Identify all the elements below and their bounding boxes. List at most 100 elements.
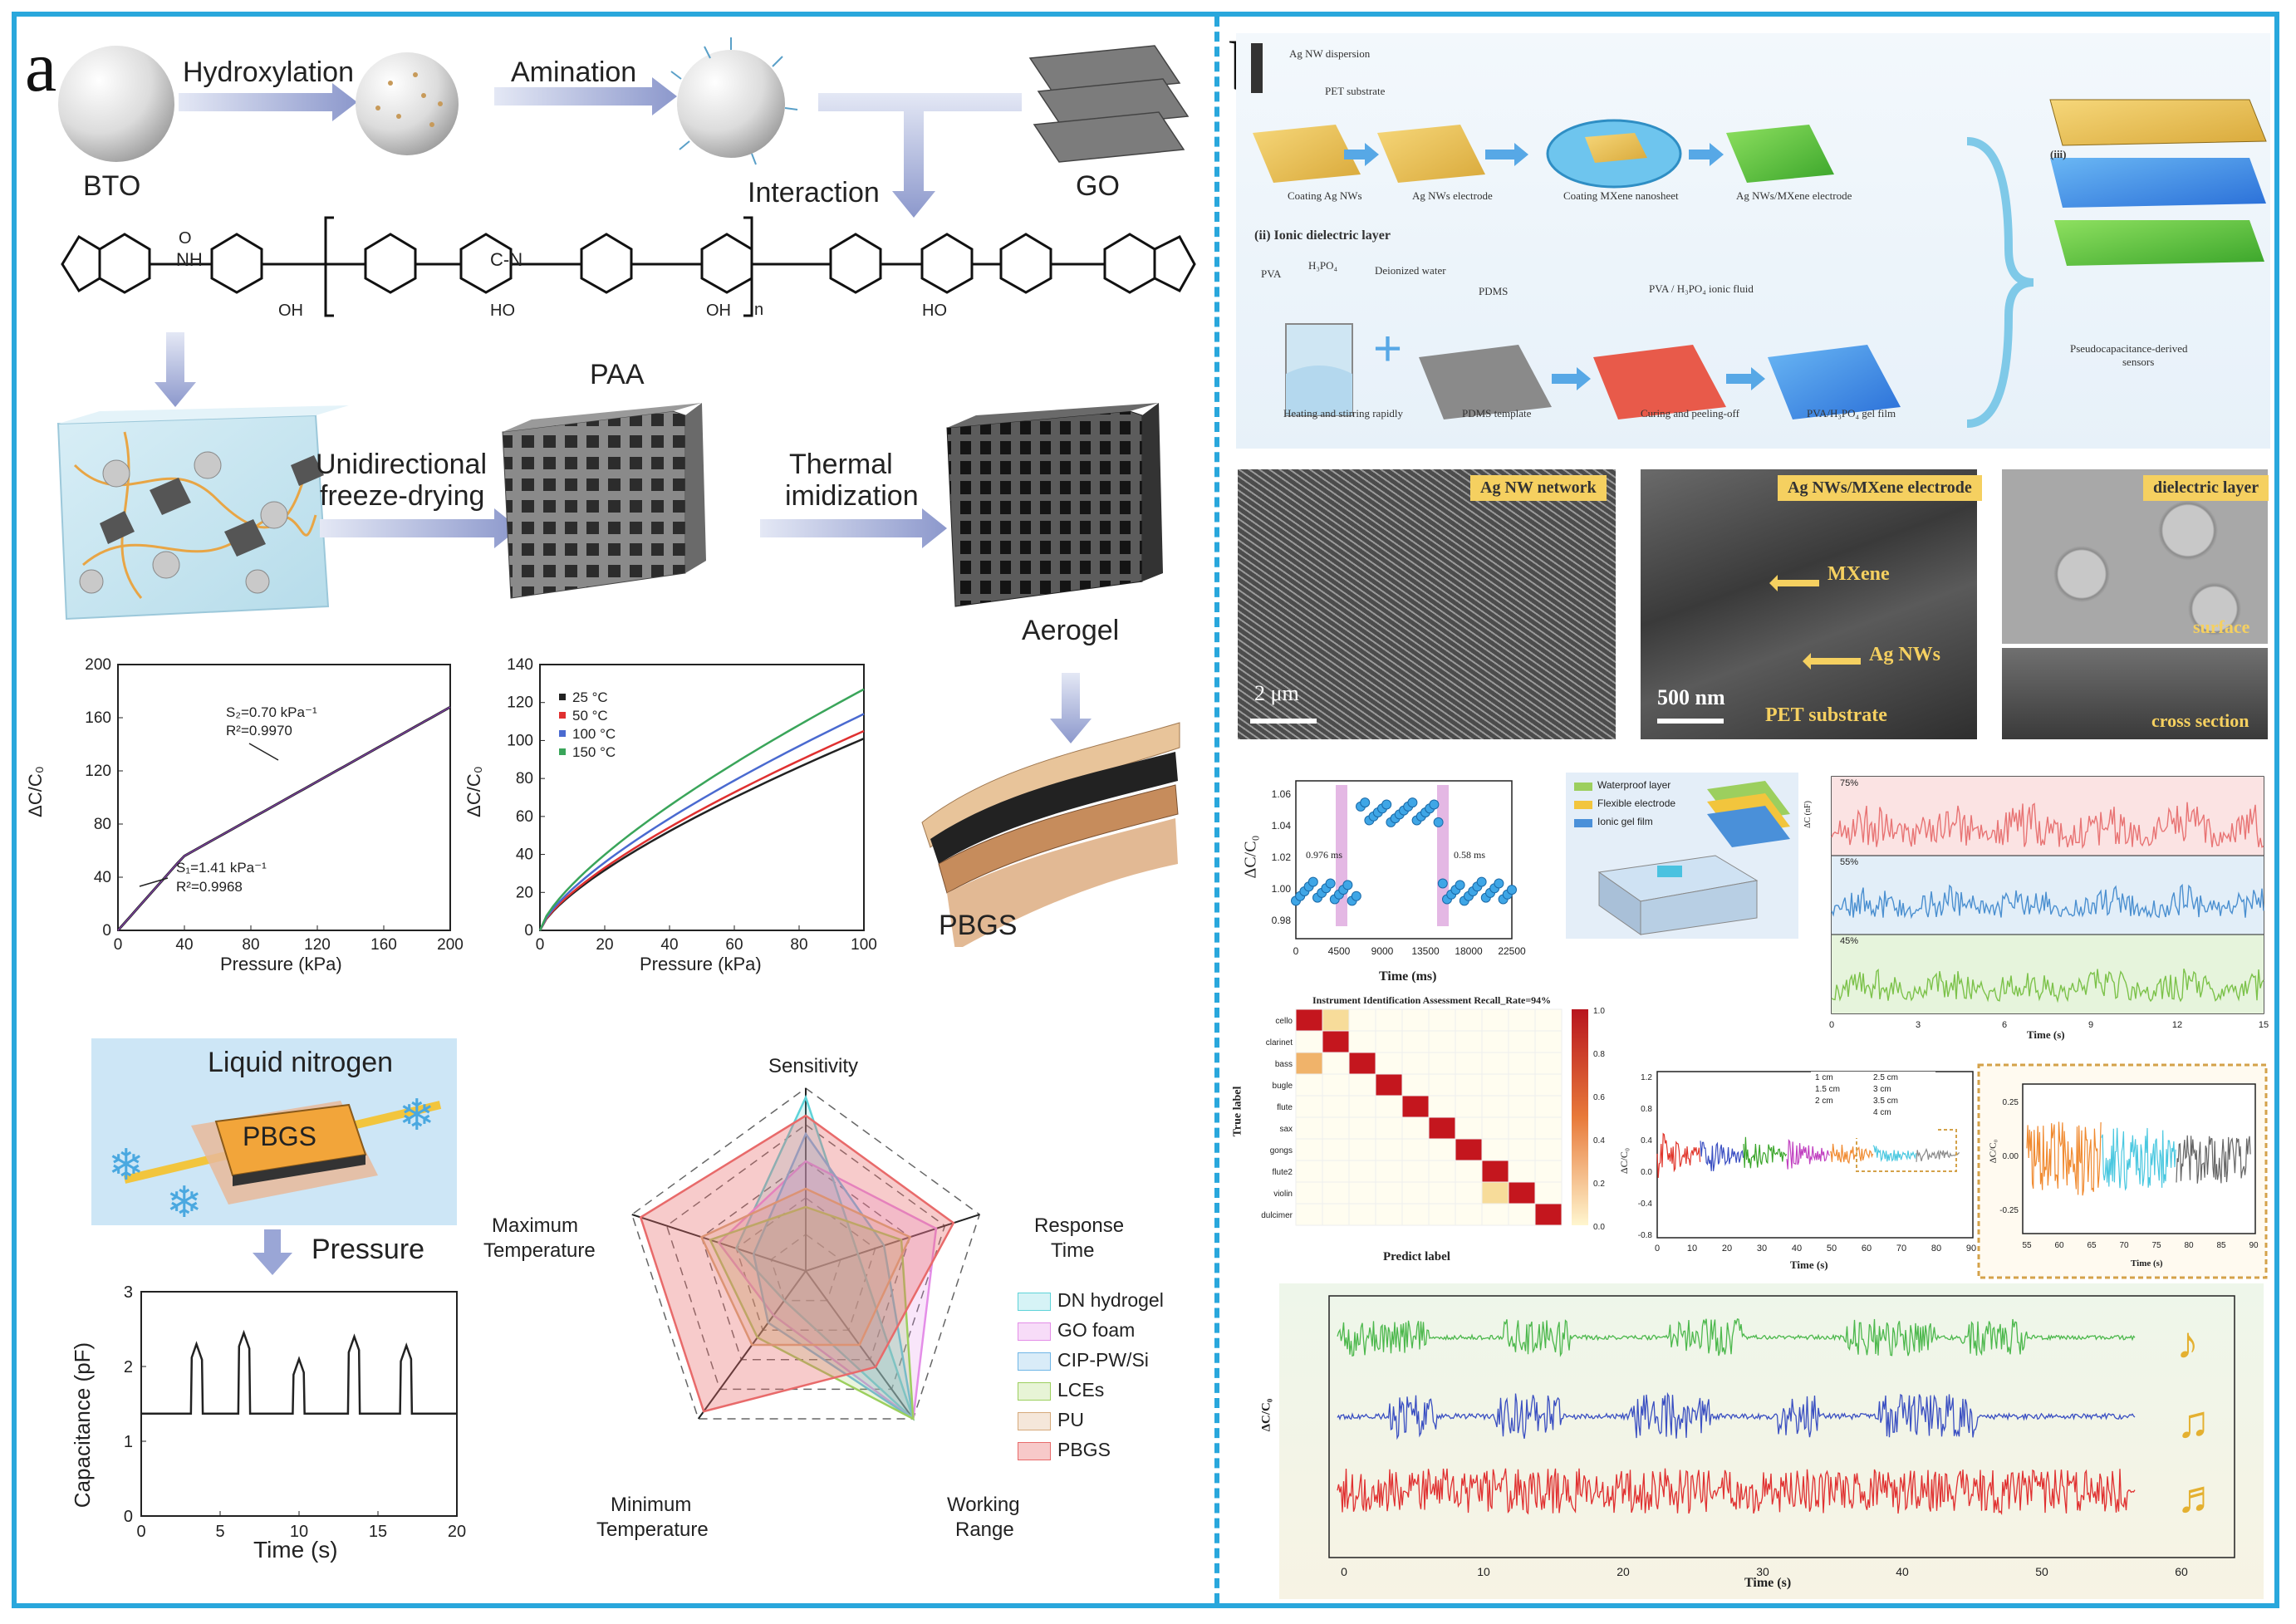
legend-swatch <box>1018 1442 1051 1460</box>
device-l3: Ionic gel film <box>1597 816 1653 827</box>
radar-grid-ring <box>665 1124 946 1391</box>
sem-cross-label: cross section <box>2151 710 2249 731</box>
sem-scale-2: 500 nm <box>1657 685 1725 709</box>
confusion-cell <box>1534 1138 1563 1161</box>
humid-label-2: 55% <box>1840 857 1859 867</box>
label-h3po4: H₃PO₄ <box>1308 259 1338 272</box>
panel-divider <box>1214 17 1219 1603</box>
sem-scale-1: 2 μm <box>1254 681 1299 705</box>
y-tick-label: 0.98 <box>1272 915 1292 926</box>
device-illustration: Waterproof layer Flexible electrode Ioni… <box>1566 773 1798 939</box>
figure-frame <box>12 12 2279 1608</box>
sem-tag-ag-mxene: Ag NWs/MXene electrode <box>1778 475 1982 501</box>
confusion-cell <box>1428 1052 1456 1075</box>
x-tick-label: 15 <box>2259 1020 2269 1030</box>
hydroxylation-label: Hydroxylation <box>183 56 354 88</box>
confusion-cell <box>1428 1138 1456 1161</box>
confusion-cell <box>1375 1160 1403 1183</box>
confusion-cell <box>1348 1052 1376 1075</box>
x-tick-label: 22500 <box>1498 945 1526 957</box>
confusion-cell <box>1455 1030 1483 1053</box>
legend-label: CIP-PW/Si <box>1057 1349 1149 1371</box>
row-label: flute2 <box>1273 1168 1293 1177</box>
tick-label: 80 <box>790 936 807 954</box>
confusion-cell <box>1375 1138 1403 1161</box>
x-tick-label: 0 <box>1341 1565 1347 1578</box>
pbgs-label: PBGS <box>939 910 1018 941</box>
temperature-series <box>538 737 865 931</box>
radar-grid-ring <box>630 1087 981 1420</box>
chart1-r2-2: R²=0.9970 <box>226 723 292 738</box>
dist-legend-item: 3 cm <box>1873 1085 1891 1094</box>
confusion-cell <box>1295 1116 1323 1140</box>
x-tick-label: 70 <box>1896 1244 1906 1254</box>
label-heating: Heating and stirring rapidly <box>1283 407 1404 419</box>
thermal-label-1: Thermal <box>789 449 893 480</box>
label-pdms: PDMS <box>1479 285 1509 297</box>
confusion-cell <box>1375 1181 1403 1205</box>
confusion-cell <box>1534 1030 1563 1053</box>
chem-label-oh2: OH <box>706 302 731 320</box>
tick-label: 0 <box>124 1508 133 1526</box>
temperature-series <box>538 688 865 931</box>
label-curing: Curing and peeling-off <box>1641 407 1739 419</box>
response-point <box>1437 878 1448 889</box>
radar-series <box>734 1094 915 1420</box>
response-point <box>1433 817 1444 827</box>
legend-marker <box>559 748 566 755</box>
legend-label: GO foam <box>1057 1319 1136 1341</box>
tick-label: 80 <box>516 770 533 787</box>
legend-swatch <box>1018 1382 1051 1401</box>
distance-series <box>1700 1141 1744 1171</box>
legend-swatch <box>1018 1352 1051 1371</box>
legend-swatch-gel <box>1574 819 1592 827</box>
x-tick-label: 13500 <box>1411 945 1440 957</box>
response-point <box>1507 885 1517 895</box>
confusion-cell <box>1508 1138 1536 1161</box>
zoom-xlabel: Time (s) <box>2131 1258 2163 1268</box>
radar-axis-sensitivity: Sensitivity <box>768 1055 859 1077</box>
tick-label: 200 <box>437 936 464 954</box>
pbgs-device <box>921 722 1180 947</box>
row-label: dulcimer <box>1261 1211 1293 1220</box>
radar-axis-working-2: Range <box>955 1519 1014 1541</box>
radar-legend-item: DN hydrogel <box>1018 1288 1196 1317</box>
tick-label: 160 <box>370 936 397 954</box>
x-tick-label: 40 <box>1792 1244 1802 1254</box>
tick-label: 160 <box>85 709 111 727</box>
confusion-cell <box>1295 1160 1323 1183</box>
confusion-cell <box>1322 1160 1350 1183</box>
pressure-arrow <box>253 1229 292 1275</box>
sem-dielectric-cross <box>2002 648 2268 739</box>
row-label: flute <box>1277 1103 1293 1112</box>
confusion-cell <box>1481 1203 1509 1226</box>
label-pva-ionic: PVA / H₃PO₄ ionic fluid <box>1649 282 1754 295</box>
confusion-ylabel: True label <box>1231 1086 1244 1137</box>
svg-text:+: + <box>1373 321 1402 376</box>
freeze-drying-label-1: Unidirectional <box>316 449 487 480</box>
legend-label: PU <box>1057 1409 1084 1430</box>
confusion-xlabel: Predict label <box>1383 1250 1450 1263</box>
row-label: clarinet <box>1266 1038 1293 1048</box>
row-label: violin <box>1273 1190 1293 1199</box>
radar-series <box>639 1114 955 1413</box>
confusion-cell <box>1322 1095 1350 1118</box>
radar-axis-minimum-2: Temperature <box>596 1519 709 1541</box>
aerogel-label: Aerogel <box>1022 615 1120 646</box>
legend-swatch-electrode <box>1574 801 1592 809</box>
response-point <box>1360 797 1371 808</box>
confusion-cell <box>1455 1138 1483 1161</box>
chart1-ylabel: ΔC/C₀ <box>24 766 46 817</box>
legend-marker <box>559 730 566 737</box>
sem-tag-dielectric: dielectric layer <box>2143 475 2269 501</box>
y-tick-label: -0.25 <box>1999 1206 2019 1215</box>
device-box <box>1597 781 1790 935</box>
confusion-cell <box>1534 1116 1563 1140</box>
zoom-series <box>2101 1127 2176 1191</box>
confusion-cell <box>1348 1181 1376 1205</box>
confusion-cell <box>1348 1030 1376 1053</box>
